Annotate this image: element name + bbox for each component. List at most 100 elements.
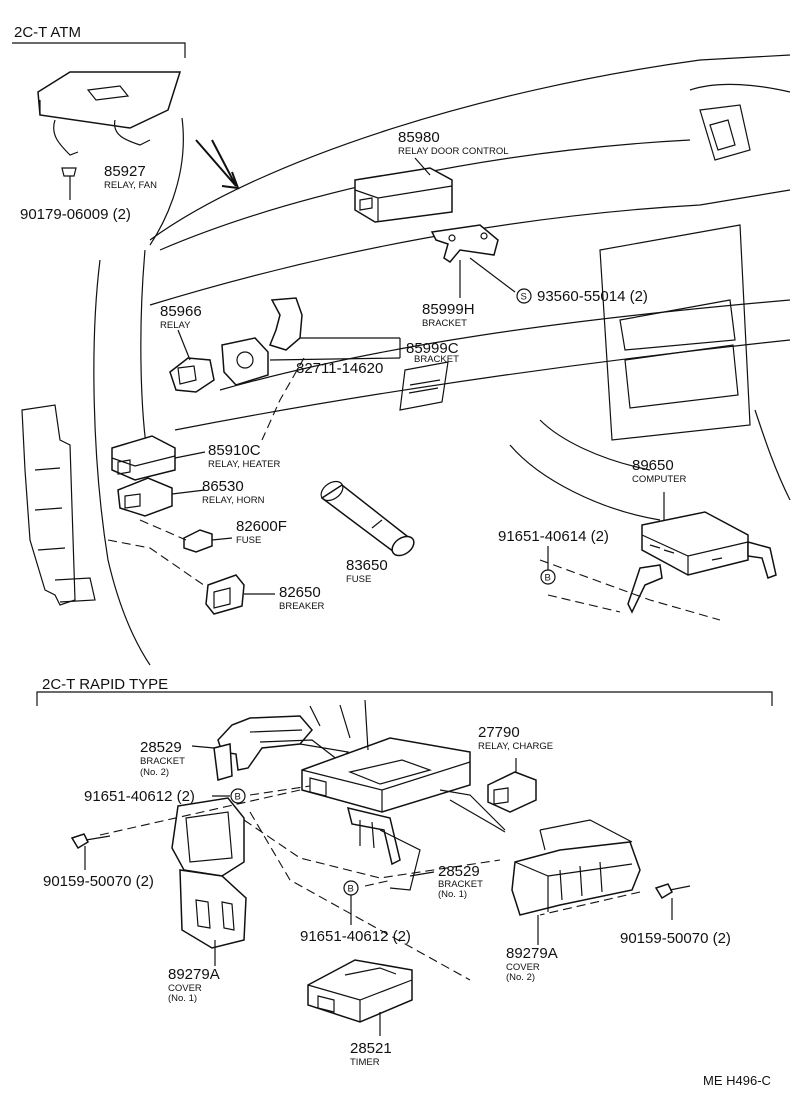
label-90159-b: 90159-50070 (2) (620, 930, 731, 947)
label-82600f: 82600F FUSE (236, 518, 287, 546)
svg-text:B: B (348, 884, 354, 895)
breaker-part (205, 574, 275, 615)
symbol-b-marker-3: B (343, 880, 359, 925)
bolt-right-part (654, 883, 691, 920)
computer-part (627, 492, 777, 614)
section-rapid-header: 2C-T RAPID TYPE (36, 676, 773, 706)
cover-no1-part (171, 797, 247, 966)
timer-part (307, 959, 413, 1036)
svg-text:90159-50070 (2): 90159-50070 (2) (43, 873, 154, 890)
label-89279a-no2: 89279A COVER (No. 2) (506, 945, 558, 983)
svg-text:(No. 1): (No. 1) (168, 993, 197, 1004)
svg-text:TIMER: TIMER (350, 1057, 380, 1068)
symbol-b-marker-2: B (230, 788, 246, 804)
svg-text:82600F: 82600F (236, 518, 287, 535)
label-85966: 85966 RELAY (160, 303, 202, 331)
svg-text:COVER: COVER (506, 962, 540, 973)
svg-text:FUSE: FUSE (346, 574, 371, 585)
label-85927: 85927 RELAY, FAN (104, 163, 157, 191)
label-89279a-no1: 89279A COVER (No. 1) (168, 966, 220, 1004)
svg-text:B: B (235, 792, 241, 803)
svg-text:91651-40614 (2): 91651-40614 (2) (498, 528, 609, 545)
svg-text:(No. 2): (No. 2) (140, 767, 169, 778)
bracket-85999c-part (221, 297, 401, 386)
bracket-85999h-part (430, 224, 516, 298)
label-90159-a: 90159-50070 (2) (43, 873, 154, 890)
svg-text:91651-40612 (2): 91651-40612 (2) (300, 928, 411, 945)
svg-text:BRACKET: BRACKET (140, 756, 185, 767)
svg-text:89279A: 89279A (168, 966, 220, 983)
section-atm-header: 2C-T ATM (12, 24, 186, 58)
svg-text:RELAY: RELAY (160, 320, 191, 331)
symbol-b-marker-1: B (540, 546, 556, 585)
svg-text:85999H: 85999H (422, 301, 475, 318)
label-93560: 93560-55014 (2) (537, 288, 648, 305)
svg-text:BRACKET: BRACKET (422, 318, 467, 329)
cover-no2-part (511, 819, 641, 945)
relay-fan-part (37, 71, 182, 200)
relay-charge-part (487, 758, 537, 813)
dashboard-outline (21, 54, 791, 666)
label-90179: 90179-06009 (2) (20, 206, 131, 223)
label-85980: 85980 RELAY DOOR CONTROL (398, 129, 509, 157)
bolt-left-part (70, 833, 111, 870)
rapid-dashed-leaders (99, 785, 641, 981)
fuse-82600f-part (183, 529, 233, 553)
label-91651-c: 91651-40612 (2) (300, 928, 411, 945)
label-28521: 28521 TIMER (350, 1040, 392, 1068)
svg-text:S: S (521, 292, 527, 303)
relay-door-control-part (354, 157, 453, 223)
label-28529-no2: 28529 BRACKET (No. 2) (140, 739, 215, 778)
svg-text:85999C: 85999C (406, 340, 459, 357)
label-89650: 89650 COMPUTER (632, 457, 687, 485)
label-82650: 82650 BREAKER (279, 584, 325, 612)
svg-text:82711-14620: 82711-14620 (296, 360, 383, 377)
svg-text:RELAY, HORN: RELAY, HORN (202, 495, 265, 506)
label-27790: 27790 RELAY, CHARGE (478, 724, 553, 752)
svg-text:83650: 83650 (346, 557, 388, 574)
svg-text:85910C: 85910C (208, 442, 261, 459)
svg-text:RELAY, CHARGE: RELAY, CHARGE (478, 741, 553, 752)
svg-text:COMPUTER: COMPUTER (632, 474, 687, 485)
svg-text:RELAY, FAN: RELAY, FAN (104, 180, 157, 191)
svg-text:FUSE: FUSE (236, 535, 261, 546)
label-82711: 82711-14620 (296, 360, 383, 377)
svg-text:RELAY DOOR CONTROL: RELAY DOOR CONTROL (398, 146, 509, 157)
svg-text:RELAY, HEATER: RELAY, HEATER (208, 459, 280, 470)
svg-text:28521: 28521 (350, 1040, 392, 1057)
svg-text:90179-06009 (2): 90179-06009 (2) (20, 206, 131, 223)
label-91651-a: 91651-40614 (2) (498, 528, 609, 545)
svg-text:85980: 85980 (398, 129, 440, 146)
timer-bracket-assembly (301, 699, 506, 891)
symbol-s-marker: S (516, 288, 532, 304)
relay-heater-part (111, 435, 206, 481)
svg-text:COVER: COVER (168, 983, 202, 994)
svg-text:(No. 2): (No. 2) (506, 972, 535, 983)
label-83650: 83650 FUSE (346, 557, 388, 585)
label-28529-no1: 28529 BRACKET (No. 1) (409, 863, 483, 900)
svg-text:BREAKER: BREAKER (279, 601, 325, 612)
svg-text:B: B (545, 573, 551, 584)
svg-text:28529: 28529 (140, 739, 182, 756)
atm-dashed-leaders (107, 357, 721, 621)
label-85999h: 85999H BRACKET (422, 301, 475, 329)
svg-text:82650: 82650 (279, 584, 321, 601)
svg-text:85966: 85966 (160, 303, 202, 320)
section-title-atm: 2C-T ATM (14, 24, 81, 41)
label-91651-b: 91651-40612 (2) (84, 788, 230, 805)
svg-text:27790: 27790 (478, 724, 520, 741)
svg-text:85927: 85927 (104, 163, 146, 180)
relay-85966-part (169, 329, 215, 393)
svg-text:90159-50070 (2): 90159-50070 (2) (620, 930, 731, 947)
svg-text:89279A: 89279A (506, 945, 558, 962)
svg-text:93560-55014 (2): 93560-55014 (2) (537, 288, 648, 305)
svg-text:86530: 86530 (202, 478, 244, 495)
svg-text:28529: 28529 (438, 863, 480, 880)
label-85999c: 85999C BRACKET (406, 340, 459, 365)
section-title-rapid: 2C-T RAPID TYPE (42, 676, 168, 693)
fuse-83650-part (320, 480, 415, 557)
svg-text:BRACKET: BRACKET (438, 879, 483, 890)
svg-text:BRACKET: BRACKET (414, 354, 459, 365)
